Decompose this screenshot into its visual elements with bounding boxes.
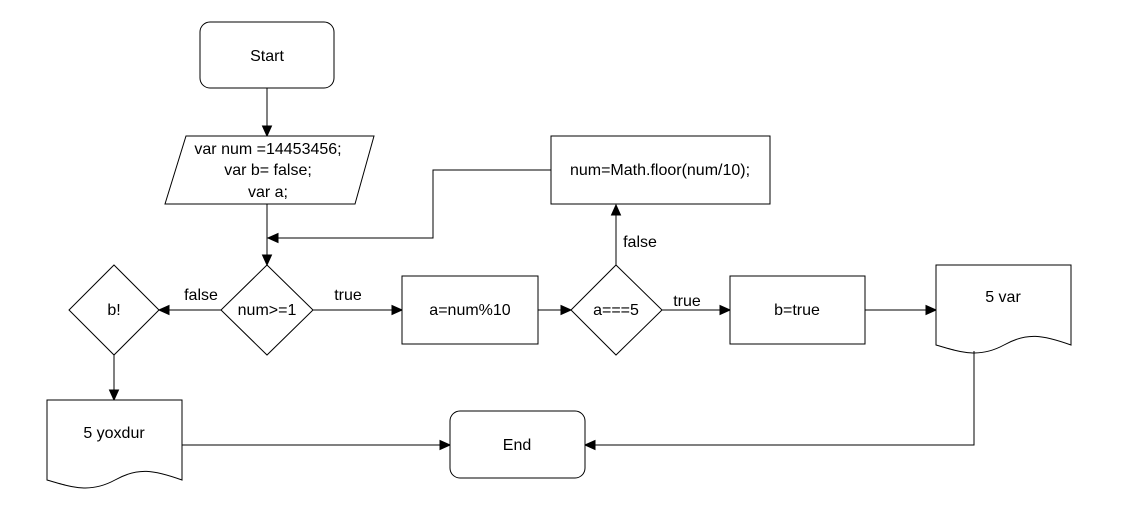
edge-loop-true: true [313, 287, 404, 316]
out-yoxdur-label: 5 yoxdur [83, 425, 145, 442]
edge-yoxdur-to-end [182, 439, 452, 451]
loop-condition-label: num>=1 [238, 302, 297, 319]
out-var-node: 5 var [935, 264, 1072, 354]
edge-notb-to-yoxdur [108, 355, 120, 402]
edge-floor-to-loop [266, 169, 551, 244]
edge-setb-to-outvar [865, 304, 938, 316]
loop-true-label: true [334, 287, 362, 304]
end-label: End [503, 437, 531, 454]
loop-false-label: false [184, 287, 218, 304]
floor-node: num=Math.floor(num/10); [550, 135, 771, 205]
loop-condition-node: num>=1 [220, 264, 314, 356]
check-true-label: true [673, 293, 701, 310]
out-yoxdur-node: 5 yoxdur [46, 399, 183, 489]
floor-label: num=Math.floor(num/10); [570, 162, 750, 179]
edge-start-to-init [261, 88, 273, 138]
init-node: var num =14453456; var b= false; var a; [164, 135, 375, 205]
init-line-2: var b= false; [224, 162, 312, 179]
edge-loop-false: false [157, 287, 221, 316]
end-node: End [449, 410, 586, 479]
check-false-label: false [623, 234, 657, 251]
check5-node: a===5 [570, 264, 663, 356]
edge-mod-to-check [538, 304, 573, 316]
edge-init-to-loop [261, 204, 273, 267]
not-b-node: b! [68, 264, 160, 356]
start-node: Start [199, 21, 335, 89]
check5-label: a===5 [593, 302, 639, 319]
init-line-3: var a; [248, 184, 288, 201]
mod-node: a=num%10 [401, 275, 539, 345]
set-b-label: b=true [774, 302, 820, 319]
not-b-label: b! [107, 302, 120, 319]
edge-check-true: true [662, 293, 732, 316]
out-var-label: 5 var [985, 289, 1021, 306]
edge-outvar-to-end [583, 351, 975, 451]
set-b-node: b=true [729, 275, 866, 345]
mod-label: a=num%10 [429, 302, 510, 319]
start-label: Start [250, 48, 284, 65]
edge-check-false: false [610, 203, 657, 265]
init-line-1: var num =14453456; [194, 141, 341, 158]
